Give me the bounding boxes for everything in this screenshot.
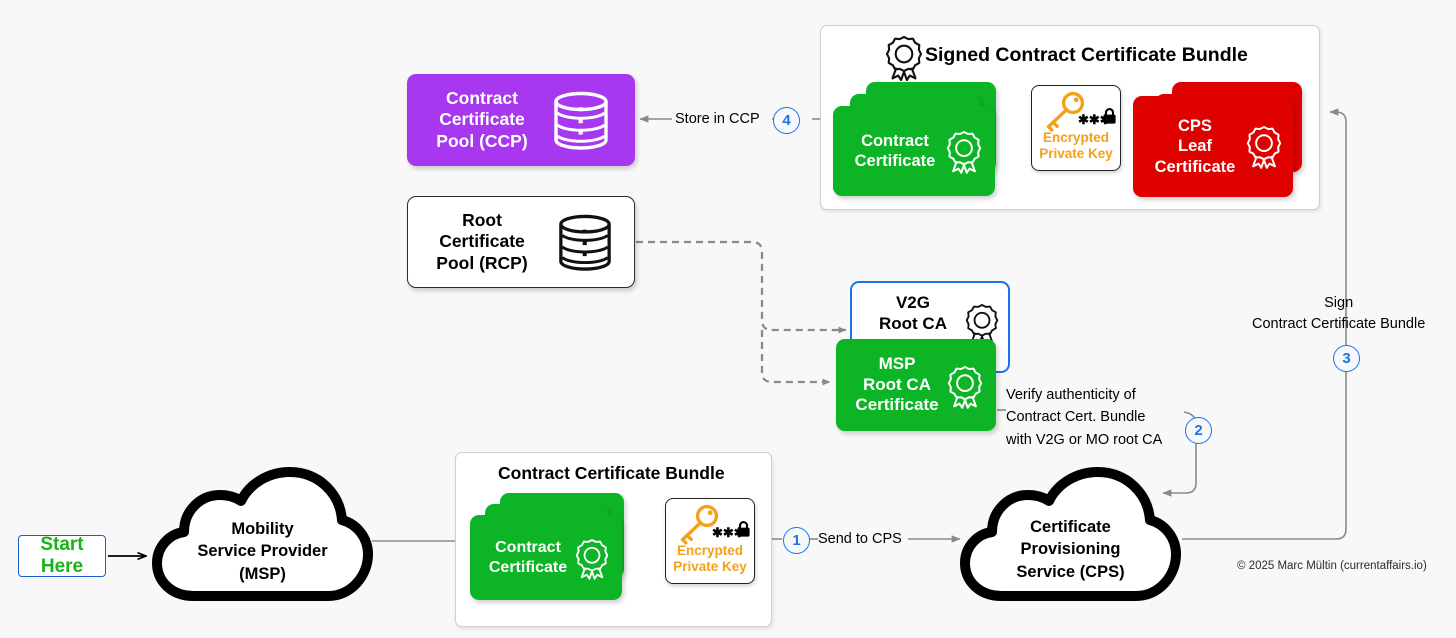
step-4-label: Store in CCP	[675, 111, 760, 127]
msp-root-ca-certificate-label: MSP Root CA Certificate	[855, 353, 939, 415]
copyright-notice: © 2025 Marc Mültin (currentaffairs.io)	[1237, 560, 1427, 572]
contract-bundle-encrypted-key-label: Encrypted Private Key	[673, 543, 747, 574]
contract-certificate-pool-label: Contract Certificate Pool (CCP)	[436, 87, 528, 151]
award-ribbon-icon	[947, 366, 983, 409]
contract-bundle-encrypted-key-card: ✱✱✱ Encrypted Private Key	[665, 498, 755, 584]
award-ribbon-icon	[1246, 126, 1282, 169]
step-3-label: Sign Contract Certificate Bundle	[1252, 295, 1426, 333]
start-here-box[interactable]: Start Here	[18, 533, 106, 577]
msp-cloud-label: Mobility Service Provider (MSP)	[197, 520, 328, 583]
signed-contract-cert-card: Contract Certificate	[833, 106, 995, 196]
step-1-label: Send to CPS	[818, 531, 902, 547]
signed-contract-cert-label: Contract Certificate	[854, 131, 936, 170]
lock-icon	[737, 521, 750, 537]
step-2-badge: 2	[1185, 417, 1212, 444]
contract-certificate-label: Contract Certificate	[488, 538, 568, 576]
key-mask-label: ✱✱✱	[712, 525, 745, 540]
key-icon	[680, 504, 719, 545]
step-1-badge: 1	[783, 527, 810, 554]
award-ribbon-icon	[946, 131, 982, 174]
lock-icon	[1103, 108, 1116, 124]
step-2-label: Verify authenticity of Contract Cert. Bu…	[1006, 387, 1163, 448]
contract-certificate-pool-card: Contract Certificate Pool (CCP)	[407, 74, 635, 166]
key-mask-label: ✱✱✱	[1078, 112, 1111, 127]
root-certificate-pool-card: Root Certificate Pool (RCP)	[407, 196, 635, 288]
database-icon	[559, 214, 611, 271]
cloud-icon	[152, 467, 373, 601]
signed-encrypted-key-card: ✱✱✱ Encrypted Private Key	[1031, 85, 1121, 171]
step-3-badge: 3	[1333, 345, 1360, 372]
key-icon	[1046, 91, 1085, 132]
v2g-root-ca-label: V2G Root CA	[879, 293, 947, 333]
root-certificate-pool-label: Root Certificate Pool (RCP)	[436, 209, 528, 273]
cloud-icon	[960, 467, 1181, 601]
contract-bundle-title: Contract Certificate Bundle	[498, 463, 725, 483]
signed-bundle-title: Signed Contract Certificate Bundle	[925, 44, 1248, 66]
award-ribbon-icon	[575, 539, 609, 580]
database-icon	[554, 91, 608, 150]
cps-leaf-certificate-card: CPS Leaf Certificate	[1133, 96, 1293, 197]
msp-root-ca-certificate-card: MSP Root CA Certificate	[836, 339, 996, 431]
cps-cloud-label: Certificate Provisioning Service (CPS)	[1016, 518, 1125, 581]
contract-certificate-card: Contract Certificate	[470, 515, 622, 600]
cps-leaf-certificate-label: CPS Leaf Certificate	[1154, 117, 1236, 176]
step-4-badge: 4	[773, 107, 800, 134]
award-ribbon-icon	[885, 35, 923, 82]
signed-encrypted-key-label: Encrypted Private Key	[1039, 130, 1113, 161]
start-here-label: Start Here	[40, 533, 84, 577]
